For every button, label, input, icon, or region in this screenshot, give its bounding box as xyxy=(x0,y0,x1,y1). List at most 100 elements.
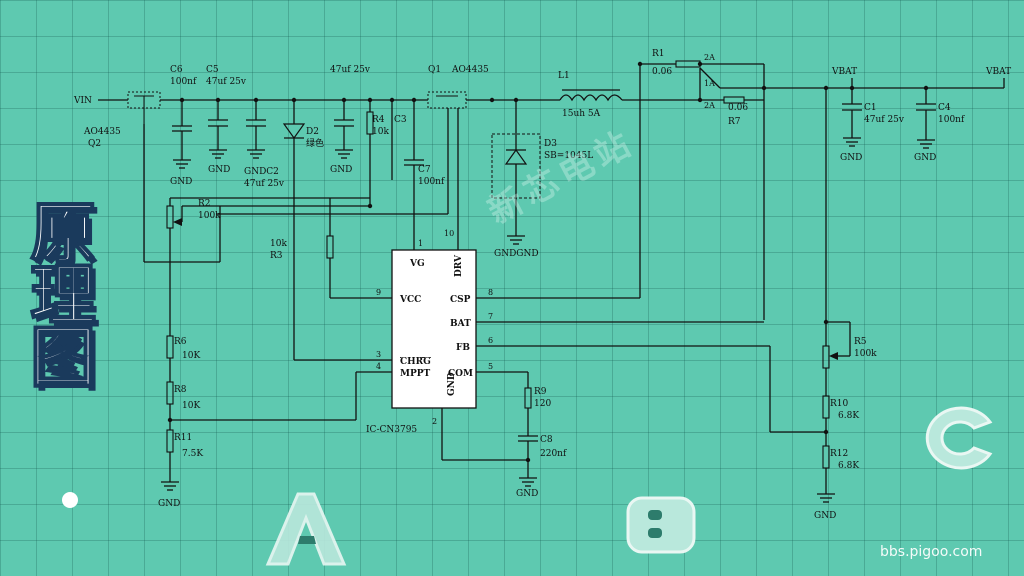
r4-c7-network xyxy=(366,100,424,250)
c3-ref: C3 xyxy=(394,115,407,125)
vin-label: VIN xyxy=(73,96,92,106)
pin-name-chrg: CHRG xyxy=(400,357,431,367)
r2-value: 100k xyxy=(198,211,221,221)
c6-value: 100nf xyxy=(170,77,197,87)
c2-value: 47uf 25v xyxy=(244,179,285,189)
pin-num-com: 5 xyxy=(488,362,493,371)
r5-ref: R5 xyxy=(854,337,867,347)
c5-value: 47uf 25v xyxy=(206,77,247,87)
l1-value: 15uh 5A xyxy=(562,109,601,119)
gnd-label-cmid: GND xyxy=(330,165,352,175)
site-url-watermark: bbs.pigoo.com xyxy=(880,544,983,560)
r3-ref: R3 xyxy=(270,251,283,261)
ground-symbols xyxy=(161,137,935,503)
r4-ref: R4 xyxy=(372,115,385,125)
vbat-label-1: VBAT xyxy=(831,67,857,77)
r6-value: 10K xyxy=(182,351,200,361)
junction-dots xyxy=(167,61,929,463)
pin-num-drv: 10 xyxy=(444,229,454,238)
ic-cn3795 xyxy=(391,249,826,478)
pin-num-bat: 7 xyxy=(488,312,493,321)
pad-label-3: 2A xyxy=(704,101,715,110)
l1-ref: L1 xyxy=(558,71,570,81)
r7-ref: R7 xyxy=(728,117,741,127)
gnd-label-right: GND xyxy=(814,511,836,521)
pin-name-bat: BAT xyxy=(450,319,471,329)
gnd-label-c4: GND xyxy=(914,153,936,163)
decorative-letter-a-icon xyxy=(265,492,347,566)
gnd-label-c8: GND xyxy=(516,489,538,499)
vbat-label-2: VBAT xyxy=(985,67,1011,77)
r1-value: 0.06 xyxy=(652,67,672,77)
gnd-label-d3: GNDGND xyxy=(494,249,539,259)
r6-ref: R6 xyxy=(174,337,187,347)
right-divider-chain xyxy=(822,88,851,494)
r11-value: 7.5K xyxy=(182,449,203,459)
c5-ref: C5 xyxy=(206,65,219,75)
d3-ref: D3 xyxy=(544,139,557,149)
r8-ref: R8 xyxy=(174,385,187,395)
c4-ref: C4 xyxy=(938,103,951,113)
d2-value: 绿色 xyxy=(306,137,324,149)
output-capacitors xyxy=(842,88,936,140)
pin-num-chrg: 3 xyxy=(376,350,381,359)
r3-resistor xyxy=(326,198,392,299)
r8-value: 10K xyxy=(182,401,200,411)
r10-ref: R10 xyxy=(830,399,849,409)
gnd-label-c6: GND xyxy=(170,177,192,187)
c7-ref: C7 xyxy=(418,165,431,175)
r10-value: 6.8K xyxy=(838,411,859,421)
q1-ref: Q1 xyxy=(428,65,441,75)
l1-inductor xyxy=(559,89,623,102)
c8-value: 220nf xyxy=(540,449,567,459)
gnd-label-left: GND xyxy=(158,499,180,509)
pin-name-drv: DRV xyxy=(454,254,464,277)
pin-num-mppt: 4 xyxy=(376,362,381,371)
pin-name-vg: VG xyxy=(409,259,425,269)
pad-label-2: 1A xyxy=(704,79,715,88)
d3-diode xyxy=(491,100,541,236)
q2-mosfet xyxy=(127,91,221,263)
pin-name-com: COM xyxy=(448,369,473,379)
left-divider-chain xyxy=(166,335,392,482)
r3-value: 10k xyxy=(270,239,287,249)
pin-name-fb: FB xyxy=(456,343,470,353)
side-title: 原理图 xyxy=(18,197,97,385)
d2-ref: D2 xyxy=(306,127,319,137)
pin-num-csp: 8 xyxy=(488,288,493,297)
rail-capacitors xyxy=(172,100,354,160)
pad-label-1: 2A xyxy=(704,53,715,62)
decorative-letter-b-icon xyxy=(626,496,696,554)
r1-ref: R1 xyxy=(652,49,665,59)
pin-num-gnd: 2 xyxy=(432,417,437,426)
ic-name: IC-CN3795 xyxy=(366,425,417,435)
c2-ref: GNDC2 xyxy=(244,167,279,177)
pin-num-vg: 1 xyxy=(418,239,423,248)
c8-ref: C8 xyxy=(540,435,553,445)
pin-name-vcc: VCC xyxy=(399,295,421,305)
c1-value: 47uf 25v xyxy=(864,115,905,125)
q2-ref: Q2 xyxy=(88,139,101,149)
d2-led xyxy=(282,100,392,361)
decorative-dot xyxy=(62,492,78,508)
decorative-letter-c-icon xyxy=(925,406,993,470)
r11-ref: R11 xyxy=(174,433,192,443)
q2-value: AO4435 xyxy=(83,127,121,137)
shunt-resistors xyxy=(675,60,745,104)
r4-value: 10k xyxy=(372,127,389,137)
r2-trimmer xyxy=(166,197,370,336)
gnd-label-c5: GND xyxy=(208,165,230,175)
r9-value: 120 xyxy=(534,399,551,409)
pin-name-gnd: GND xyxy=(447,372,457,396)
c6-ref: C6 xyxy=(170,65,183,75)
r5-value: 100k xyxy=(854,349,877,359)
gnd-label-c1: GND xyxy=(840,153,862,163)
pin-num-fb: 6 xyxy=(488,336,493,345)
cmid-value: 47uf 25v xyxy=(330,65,371,75)
d3-value: SB=1045L xyxy=(544,151,593,161)
schematic-labels: VIN VBAT VBAT C6 100nf C5 47uf 25v 47uf … xyxy=(73,49,1011,521)
r9-ref: R9 xyxy=(534,387,547,397)
r7-value: 0.06 xyxy=(728,103,748,113)
r2-ref: R2 xyxy=(198,199,211,209)
